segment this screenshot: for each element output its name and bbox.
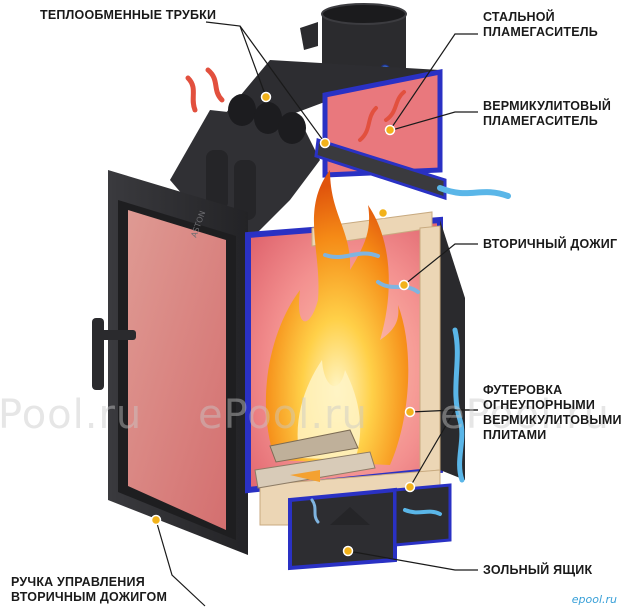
marker-lining [404,406,416,418]
label-control-handle-line-2: ВТОРИЧНЫМ ДОЖИГОМ [11,590,168,604]
label-ash-box-text: ЗОЛЬНЫЙ ЯЩИК [483,563,593,577]
marker-heat-tubes-2 [319,137,331,149]
label-steel-deflector-line-2: ПЛАМЕГАСИТЕЛЬ [483,25,598,39]
label-secondary-burn: ВТОРИЧНЫЙ ДОЖИГ [483,237,617,252]
label-control-handle-line-1: РУЧКА УПРАВЛЕНИЯ [11,575,145,589]
marker-heat-tubes [260,91,272,103]
air-flow-arrows [185,67,511,524]
label-lining-line-3: ВЕРМИКУЛИТОВЫМИ [483,413,622,427]
door-handle [92,318,136,390]
marker-lining-2 [404,481,416,493]
label-lining-line-4: ПЛИТАМИ [483,428,547,442]
label-vermiculite-deflector-line-1: ВЕРМИКУЛИТОВЫЙ [483,99,612,113]
marker-secondary-burn [398,279,410,291]
deflector-bar [314,138,447,201]
marker-steel-deflector [384,124,396,136]
watermark-1: Pool.ru [0,392,143,438]
label-heat-tubes: ТЕПЛООБМЕННЫЕ ТРУБКИ [40,8,216,23]
label-lining: ФУТЕРОВКА ОГНЕУПОРНЫМИ ВЕРМИКУЛИТОВЫМИ П… [483,383,622,443]
label-ash-box: ЗОЛЬНЫЙ ЯЩИК [483,563,592,578]
marker-vermiculite-deflector [377,207,389,219]
watermark-2: ePool.ru [198,392,368,438]
label-steel-deflector-line-1: СТАЛЬНОЙ [483,10,555,24]
marker-ash-box [342,545,354,557]
ash-box [288,483,452,571]
label-vermiculite-deflector-line-2: ПЛАМЕГАСИТЕЛЬ [483,114,598,128]
label-control-handle: РУЧКА УПРАВЛЕНИЯ ВТОРИЧНЫМ ДОЖИГОМ [11,575,167,605]
logs [254,429,376,489]
label-heat-tubes-text: ТЕПЛООБМЕННЫЕ ТРУБКИ [40,8,217,22]
label-steel-deflector: СТАЛЬНОЙ ПЛАМЕГАСИТЕЛЬ [483,10,598,40]
label-vermiculite-deflector: ВЕРМИКУЛИТОВЫЙ ПЛАМЕГАСИТЕЛЬ [483,99,611,129]
fireplace-body: ASTON [108,170,248,555]
label-lining-line-1: ФУТЕРОВКА [483,383,563,397]
leader-lines [155,21,478,607]
watermark-3: ePool.ru [440,392,610,438]
label-secondary-burn-text: ВТОРИЧНЫЙ ДОЖИГ [483,237,618,251]
callout-markers [150,91,416,557]
site-logo: epool.ru [571,593,617,606]
marker-control-handle [150,514,162,526]
label-lining-line-2: ОГНЕУПОРНЫМИ [483,398,596,412]
